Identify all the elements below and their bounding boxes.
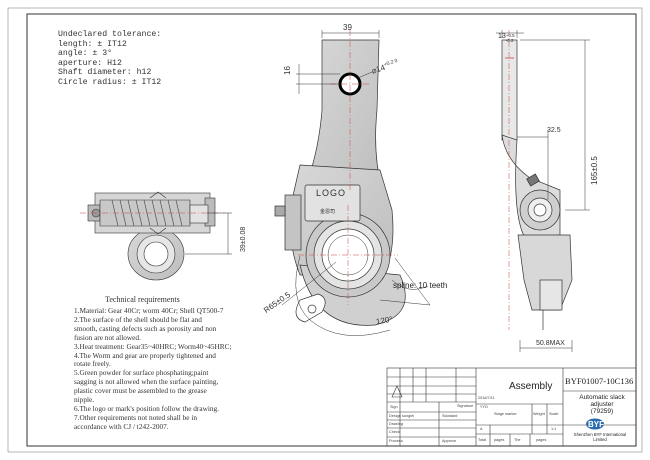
brand-logo-mark	[586, 418, 604, 430]
tolerance-aperture: aperture: H12	[58, 58, 122, 68]
tolerance-radius: Circle radius: ± IT12	[58, 77, 162, 87]
tolerance-length: length: ± IT12	[58, 39, 127, 49]
requirement-line: plastic cover must be assembled to the g…	[74, 386, 207, 396]
dim-hole-offset: 16	[283, 66, 292, 75]
part-name-line-1: Automatic slack	[579, 394, 625, 401]
requirement-line: fusion are not allowed.	[74, 332, 141, 342]
chinese-mark-text: 金恩司	[320, 209, 336, 215]
part-name-line-2: adjuster	[590, 401, 614, 408]
tolerance-title: Undeclared tolerance:	[58, 30, 162, 39]
side-dimension-lines	[496, 30, 590, 352]
tb-the: The	[514, 438, 521, 442]
company-line-1: Shenzhen BYF International	[573, 432, 627, 437]
tb-process: Process	[389, 439, 403, 443]
dim-side-base: 50.8MAX	[536, 340, 565, 347]
requirements-title: Technical requirements	[105, 295, 180, 304]
title-block-grid	[386, 367, 637, 447]
tolerance-shaft: Shaft diameter: h12	[58, 68, 152, 78]
inner-frame	[26, 13, 637, 447]
brand-text: BYF	[588, 420, 604, 429]
tb-sign: Sign	[390, 405, 398, 409]
dim-side-top-tol: +0.5-0.2	[506, 33, 515, 43]
part-name: Automatic slack adjuster (79259)	[574, 394, 630, 415]
tb-pages-2: pages	[536, 438, 547, 442]
tb-scale-value: 1:1	[551, 427, 557, 431]
drawing-number: BYF01007-10C136	[565, 376, 634, 386]
adjuster-side-view	[501, 30, 573, 330]
dim-side-offset: 32.5	[547, 127, 561, 134]
requirement-line: 3.Heat treatment: Gear35~40HRC; Worm40~4…	[74, 341, 232, 351]
tb-date-code: 2016/7/11	[478, 396, 495, 400]
requirement-line: 2.The surface of the shell should be fla…	[74, 314, 202, 324]
logo-placeholder-text: LOGO	[316, 188, 347, 198]
outer-frame	[7, 7, 643, 453]
tb-total: Total	[478, 438, 487, 442]
adjuster-dimension-lines	[281, 30, 431, 336]
tb-weight: Weight	[533, 412, 545, 416]
tb-design: Design	[389, 414, 401, 418]
part-code: (79259)	[590, 408, 614, 415]
dim-spline: spline: 10 teeth	[393, 281, 448, 290]
tb-scale: Scale	[549, 412, 559, 416]
dim-side-height: 165±0.5	[590, 156, 599, 185]
requirement-line: 6.The logo or mark's position follow the…	[74, 403, 220, 413]
tb-ymd: YYD	[480, 405, 488, 409]
adjuster-front-view	[274, 30, 406, 326]
requirement-line: accordance with CJ / t242-2007.	[74, 421, 169, 431]
dim-gear-offset: 39±0.08	[240, 226, 247, 252]
dim-side-top-tol-upper: +0.5	[505, 33, 515, 38]
requirement-line: 7.Other requirements not noted shall be …	[74, 412, 198, 422]
tb-stage-a: A	[480, 427, 483, 431]
requirement-line: 1.Material: Gear 40Cr; worm 40Cr; Shell …	[74, 306, 224, 315]
requirement-line: 4.The Worm and gear are properly tighten…	[74, 350, 216, 360]
requirements-list: 1.Material: Gear 40Cr; worm 40Cr; Shell …	[74, 306, 232, 432]
tolerance-notes: Undeclared tolerance: length: ± IT12 ang…	[58, 30, 161, 88]
assembly-label: Assembly	[509, 381, 553, 392]
tb-design-name: sunglei	[402, 414, 415, 418]
dim-hole-tol-upper: +0.2	[383, 59, 395, 68]
requirement-line: sagging is not allowed when the surface …	[74, 377, 219, 387]
company-name: Shenzhen BYF International Limited	[566, 432, 634, 442]
tb-signature: Signature	[457, 404, 474, 408]
tolerance-angle: angle: ± 3°	[58, 49, 113, 59]
tb-drawing: Drawing	[389, 422, 403, 426]
tb-standard: Standard	[442, 414, 458, 418]
tb-approve: Approve	[442, 439, 457, 443]
tb-pages: pages	[494, 438, 505, 442]
requirement-line: nipple.	[74, 395, 95, 405]
requirement-line: 5.Green powder for surface phosphating;p…	[74, 368, 209, 378]
dim-side-top-tol-lower: -0.2	[505, 38, 514, 43]
tb-check: Check	[389, 430, 400, 434]
dim-side-top-value: 13	[498, 33, 506, 40]
company-line-2: Limited	[593, 437, 607, 442]
tb-stage-marker: Stage marker	[494, 412, 517, 416]
requirement-line: smooth, casting defects such as porosity…	[74, 323, 217, 333]
requirement-line: rotate freely.	[74, 359, 111, 369]
dim-side-top: 13+0.5-0.2	[498, 33, 515, 43]
worm-assembly-view	[80, 191, 225, 281]
dim-top-width: 39	[343, 23, 352, 32]
gear-offset-dim	[185, 212, 232, 255]
